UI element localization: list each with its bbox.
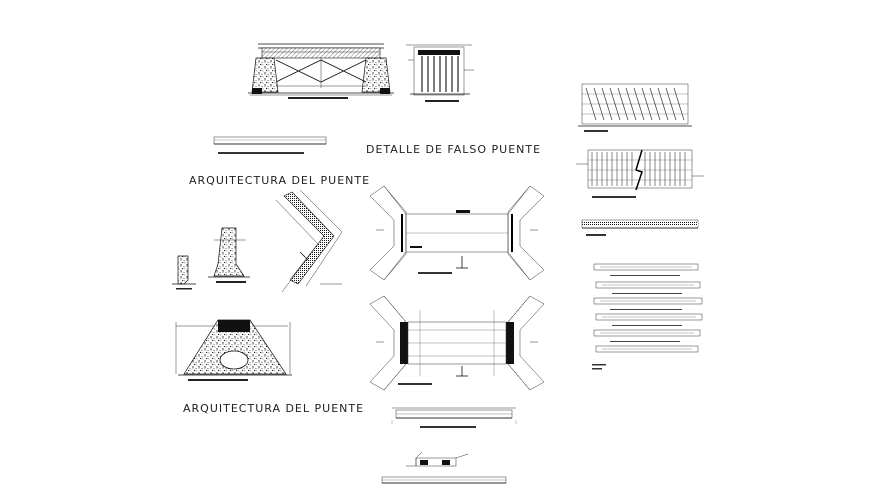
plan-general-view — [369, 185, 545, 281]
reinforcement-panel-2 — [576, 149, 704, 198]
front-elevation-detail — [175, 319, 292, 381]
wing-wall-detail — [275, 189, 343, 293]
beam-elevations-stack — [592, 263, 703, 370]
deck-strip-detail — [213, 136, 327, 154]
bottom-strip-detail — [381, 476, 507, 484]
bearing-detail — [406, 451, 469, 467]
abutment-small-section — [172, 255, 196, 290]
abutment-large-section — [208, 227, 250, 283]
bridge-elevation-detail — [248, 43, 394, 99]
deck-section-detail — [391, 407, 517, 428]
falso-puente-title: DETALLE DE FALSO PUENTE — [366, 143, 541, 156]
reinforcement-panel-1 — [578, 83, 692, 132]
plan-losa-vigas-view — [369, 295, 545, 391]
beam-detail-strip — [581, 219, 699, 236]
cross-section-detail — [406, 44, 474, 102]
arquitectura-title-bottom: ARQUITECTURA DEL PUENTE — [183, 402, 364, 415]
arquitectura-title-top: ARQUITECTURA DEL PUENTE — [189, 174, 370, 187]
